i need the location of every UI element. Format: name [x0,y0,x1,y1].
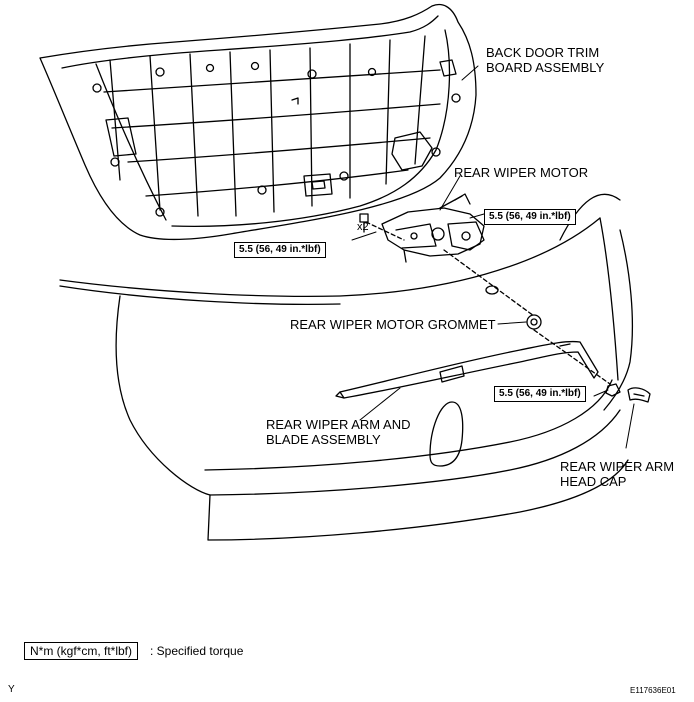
label-x2: x2 [357,221,369,233]
back-door-body [59,193,634,541]
grommet-drawing [526,314,542,330]
legend-torque-unit-box: N*m (kgf*cm, ft*lbf) [24,642,139,660]
rear-wiper-motor-drawing [381,193,485,263]
motor-bolts [359,213,369,233]
torque-wiper-motor-right: 5.5 (56, 49 in.*lbf) [484,209,576,225]
label-trim-board-line1: BACK DOOR TRIM [486,45,600,60]
torque-wiper-motor-left: 5.5 (56, 49 in.*lbf) [234,242,326,258]
label-arm-blade-line1: REAR WIPER ARM AND [266,417,411,432]
corner-mark: Y [8,684,15,695]
label-trim-board-line2: BOARD ASSEMBLY [486,60,605,75]
leader-lines [351,65,635,449]
wiper-arm-blade-drawing [335,340,599,399]
torque-wiper-arm: 5.5 (56, 49 in.*lbf) [494,386,586,402]
label-arm-blade-line2: BLADE ASSEMBLY [266,432,381,447]
label-wiper-motor: REAR WIPER MOTOR [454,165,589,180]
label-head-cap-line1: REAR WIPER ARM [560,459,675,474]
alignment-dashed-lines [365,221,611,385]
trim-board-drawing [39,3,477,241]
label-head-cap-line2: HEAD CAP [560,474,627,489]
figure-code: E117636E01 [630,686,676,695]
legend-specified-torque: : Specified torque [150,644,244,658]
nut-drawing [605,383,621,397]
head-cap-drawing [627,387,651,403]
label-grommet: REAR WIPER MOTOR GROMMET [290,317,496,332]
